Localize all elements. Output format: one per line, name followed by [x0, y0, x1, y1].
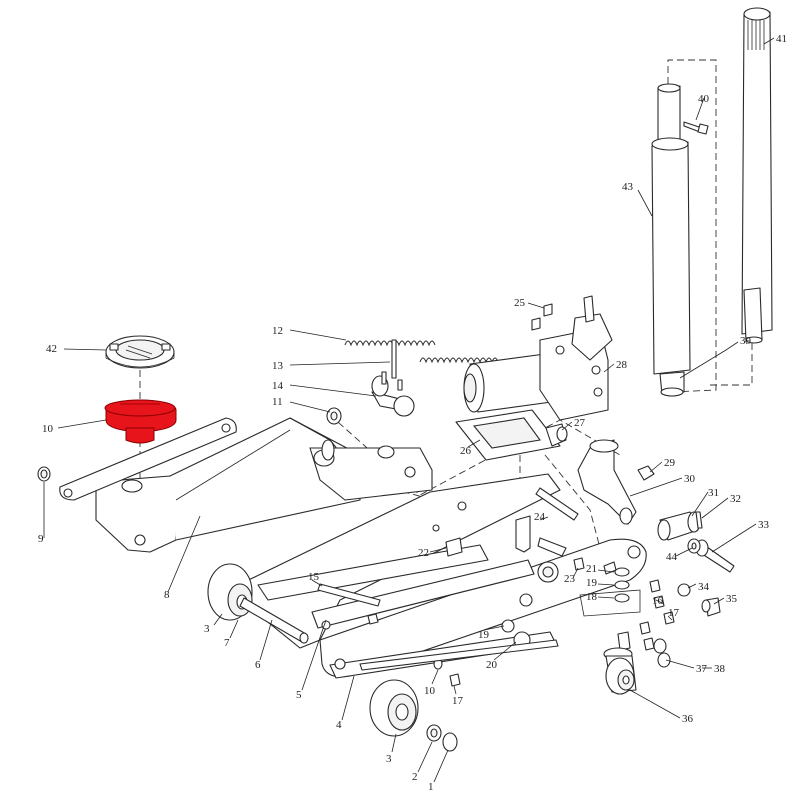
callout-25: 25	[514, 297, 526, 309]
washer-part-44	[687, 538, 701, 554]
callout-28: 28	[616, 359, 628, 371]
washer-part-34	[677, 583, 691, 597]
callout-37: 37	[696, 663, 708, 675]
callout-24: 24	[534, 511, 546, 523]
side-links	[59, 417, 433, 501]
callout-43: 43	[622, 181, 634, 193]
swivel-caster-part-36	[603, 631, 637, 695]
callout-32: 32	[730, 493, 741, 505]
callout-4: 4	[336, 719, 342, 731]
callout-39: 39	[740, 335, 752, 347]
callout-22: 22	[418, 547, 429, 559]
front-wheel-upper-part-3	[207, 563, 253, 621]
pin-part-24	[535, 487, 579, 557]
hydraulic-unit-part-28	[463, 295, 613, 421]
callout-21: 21	[586, 563, 597, 575]
callout-27: 27	[574, 417, 586, 429]
callout-10b: 10	[424, 685, 436, 697]
saddle-pad-part-42	[105, 335, 175, 369]
callout-36: 36	[682, 713, 694, 725]
callout-13: 13	[272, 360, 284, 372]
callout-labels: 42 10 9 8 3 7 6 12 13 14 11 15 5 4 3 2 1…	[38, 33, 787, 793]
callout-6: 6	[255, 659, 261, 671]
callout-1: 1	[428, 781, 434, 793]
callout-19b: 19	[586, 577, 598, 589]
callout-34: 34	[698, 581, 710, 593]
callout-17b: 17	[668, 607, 680, 619]
callout-26: 26	[460, 445, 472, 457]
callout-17a: 17	[452, 695, 464, 707]
return-springs-part-12	[344, 340, 499, 364]
small-fasteners	[321, 439, 675, 687]
callout-40: 40	[698, 93, 710, 105]
nut-part-29	[637, 465, 655, 481]
callout-3a: 3	[204, 623, 210, 635]
callout-33: 33	[758, 519, 770, 531]
saddle-part-10-highlighted	[104, 399, 177, 444]
callout-16: 16	[652, 595, 664, 607]
callout-18: 18	[586, 591, 598, 603]
callout-38: 38	[714, 663, 726, 675]
callout-7: 7	[224, 637, 230, 649]
callout-9: 9	[38, 533, 44, 545]
front-wheel-lower-part-3	[369, 679, 419, 737]
callout-31: 31	[708, 487, 719, 499]
lever-socket-part-14	[371, 371, 415, 417]
handle-lower-part-39	[743, 287, 763, 344]
callout-3b: 3	[386, 753, 392, 765]
bolt-part-40	[683, 121, 709, 135]
callout-11: 11	[272, 396, 283, 408]
front-axle-part-6	[239, 597, 309, 644]
callout-12: 12	[272, 325, 283, 337]
piston-part-31	[657, 511, 701, 541]
handle-upper-part-41	[741, 7, 773, 335]
cap-part-35	[701, 597, 721, 617]
torsion-rod	[359, 639, 559, 671]
callout-44: 44	[666, 551, 678, 563]
pump-base-part-30	[577, 439, 637, 525]
callout-42: 42	[46, 343, 57, 355]
washers-parts-1-2	[426, 724, 458, 752]
callout-20: 20	[486, 659, 498, 671]
callout-41: 41	[776, 33, 787, 45]
callout-19a: 19	[478, 629, 490, 641]
callout-2: 2	[412, 771, 418, 783]
callout-5: 5	[296, 689, 302, 701]
fitting-part-27	[545, 423, 568, 447]
callout-29: 29	[664, 457, 676, 469]
callout-30: 30	[684, 473, 696, 485]
pin-part-13	[391, 339, 397, 379]
mounting-plate-part-26	[455, 409, 561, 461]
pin-part-32	[695, 511, 703, 529]
leader-lines	[43, 37, 775, 783]
bolt-part-33	[695, 539, 735, 573]
callout-35: 35	[726, 593, 738, 605]
ram-part-43	[651, 83, 691, 397]
pin-part-15	[317, 583, 381, 607]
callout-15: 15	[308, 571, 320, 583]
callout-23: 23	[564, 573, 576, 585]
bolts-part-25	[531, 303, 553, 331]
callout-14: 14	[272, 380, 284, 392]
callout-8: 8	[164, 589, 170, 601]
retaining-ring-part-9	[37, 466, 51, 482]
callout-10: 10	[42, 423, 54, 435]
retaining-ring-part-11	[326, 407, 342, 425]
